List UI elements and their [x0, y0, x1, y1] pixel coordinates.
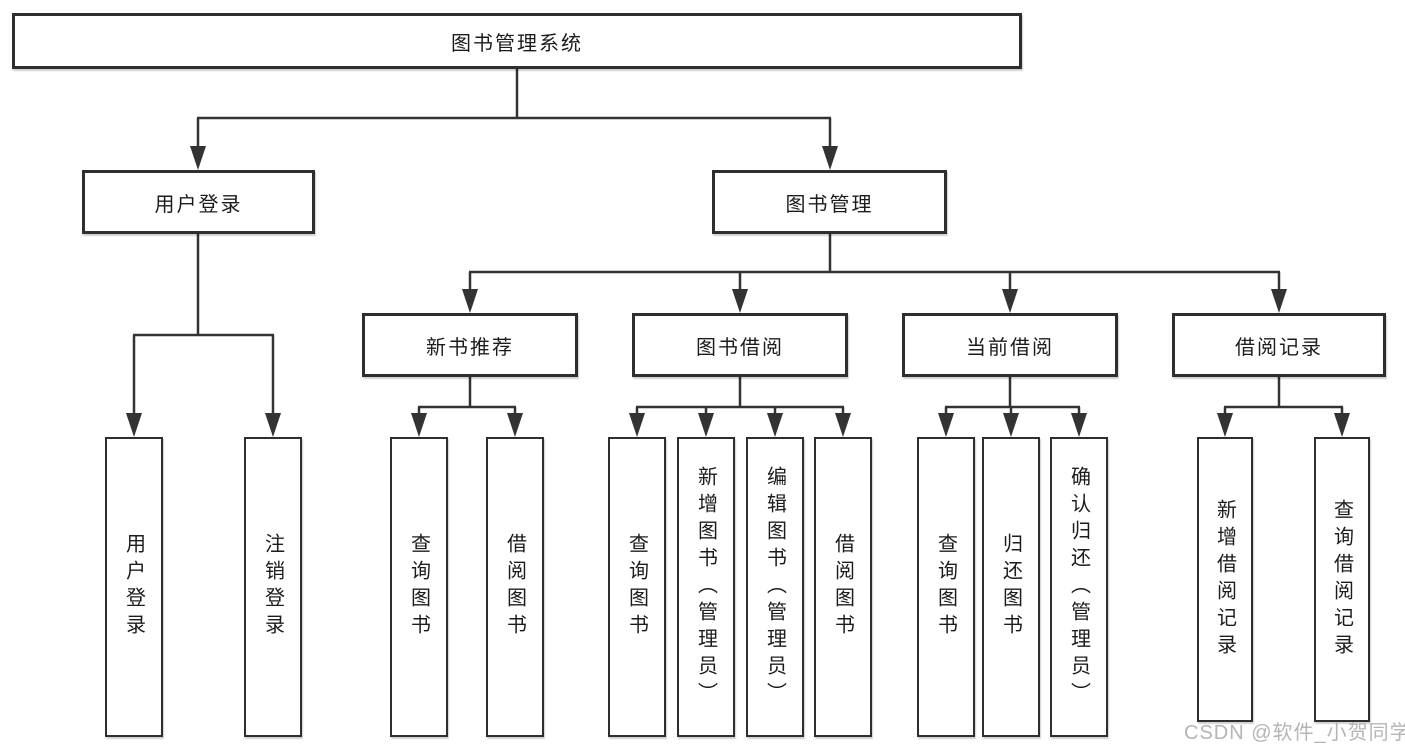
leaf-edit-books-admin: 编辑图书（管理员） [746, 437, 804, 737]
node-label: 当前借阅 [966, 336, 1054, 359]
leaf-user-login: 用户登录 [105, 437, 163, 737]
connector-borrow-records-to-children [1217, 377, 1350, 437]
leaf-add-books-admin: 新增图书（管理员） [677, 437, 735, 737]
leaf-logout: 注销登录 [244, 437, 302, 737]
node-label: 用户登录 [122, 533, 145, 641]
connector-root-to-level2 [190, 69, 838, 170]
node-label: 用户登录 [154, 193, 243, 216]
leaf-add-borrow-record: 新增借阅记录 [1197, 437, 1253, 722]
connector-new-book-recommend-to-children [411, 377, 523, 437]
node-label: 新增图书（管理员） [694, 465, 717, 709]
node-label: 归还图书 [999, 533, 1022, 641]
node-borrow-records: 借阅记录 [1172, 313, 1386, 377]
node-label: 注销登录 [261, 533, 284, 641]
leaf-borrow-books: 借阅图书 [814, 437, 872, 737]
node-new-book-recommend: 新书推荐 [362, 313, 578, 377]
node-label: 查询借阅记录 [1330, 498, 1353, 661]
node-label: 图书借阅 [696, 336, 784, 359]
node-label: 图书管理 [785, 193, 874, 216]
leaf-query-books-recommend: 查询图书 [390, 437, 448, 737]
connector-book-management-to-level3 [462, 233, 1287, 313]
leaf-confirm-return-admin: 确认归还（管理员） [1050, 437, 1108, 737]
node-label: 确认归还（管理员） [1067, 465, 1090, 709]
node-label: 查询图书 [407, 533, 430, 641]
node-label: 查询图书 [625, 533, 648, 641]
node-root-library-system: 图书管理系统 [12, 13, 1022, 69]
connector-user-login-to-children [126, 234, 281, 437]
leaf-query-books-current: 查询图书 [917, 437, 975, 737]
leaf-borrow-books-recommend: 借阅图书 [486, 437, 544, 737]
node-label: 编辑图书（管理员） [763, 465, 786, 709]
node-label: 查询图书 [934, 533, 957, 641]
node-current-borrow: 当前借阅 [902, 313, 1118, 377]
node-label: 新书推荐 [426, 336, 514, 359]
node-label: 借阅图书 [503, 533, 526, 641]
csdn-watermark: CSDN @软件_小贺同学 [1184, 722, 1405, 744]
connector-book-borrow-to-children [629, 377, 851, 437]
node-label: 图书管理系统 [451, 32, 583, 55]
node-book-management: 图书管理 [712, 170, 947, 234]
leaf-return-books: 归还图书 [982, 437, 1040, 737]
leaf-query-borrow-record: 查询借阅记录 [1314, 437, 1370, 722]
node-user-login: 用户登录 [82, 170, 315, 234]
node-label: 借阅记录 [1235, 336, 1323, 359]
node-book-borrow: 图书借阅 [632, 313, 848, 377]
leaf-query-books-borrow: 查询图书 [608, 437, 666, 737]
connector-current-borrow-to-children [938, 377, 1087, 437]
node-label: 新增借阅记录 [1213, 498, 1236, 661]
node-label: 借阅图书 [831, 533, 854, 641]
